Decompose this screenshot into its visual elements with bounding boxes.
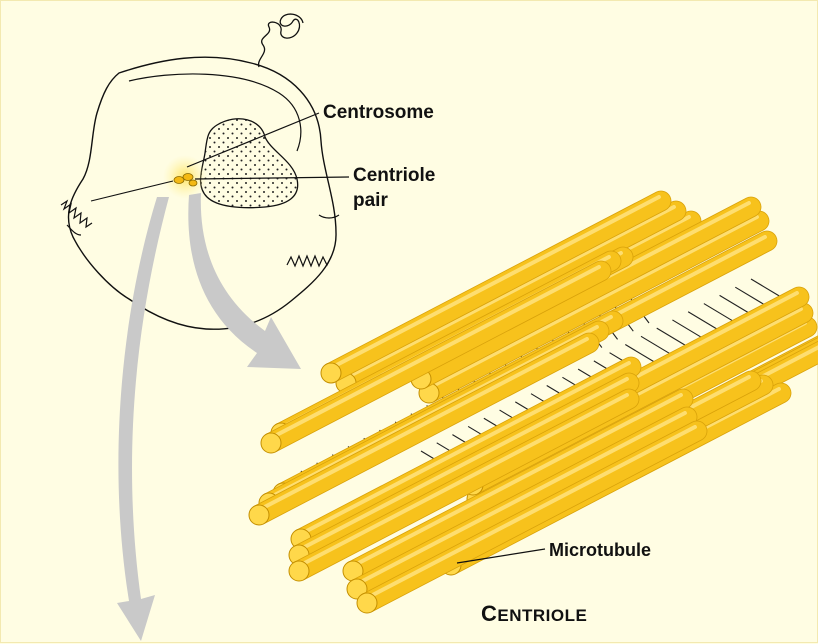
centriole-pair-label-line2: pair [353, 189, 388, 212]
arrow-to-bottom [117, 197, 169, 641]
centriole-pair-label-line1: Centriole [353, 164, 435, 187]
centriole-title-rest: ENTRIOLE [497, 606, 587, 625]
centriole-illustration [249, 191, 818, 613]
microtubule-label: Microtubule [549, 539, 651, 562]
centriole-title: CENTRIOLE [481, 601, 587, 627]
nucleus [201, 119, 298, 208]
arrow-to-centriole [188, 193, 301, 369]
flagellum [259, 14, 303, 67]
zoom-arrows [117, 193, 301, 641]
centrosome-label: Centrosome [323, 101, 434, 124]
centriole-title-initial: C [481, 601, 497, 626]
